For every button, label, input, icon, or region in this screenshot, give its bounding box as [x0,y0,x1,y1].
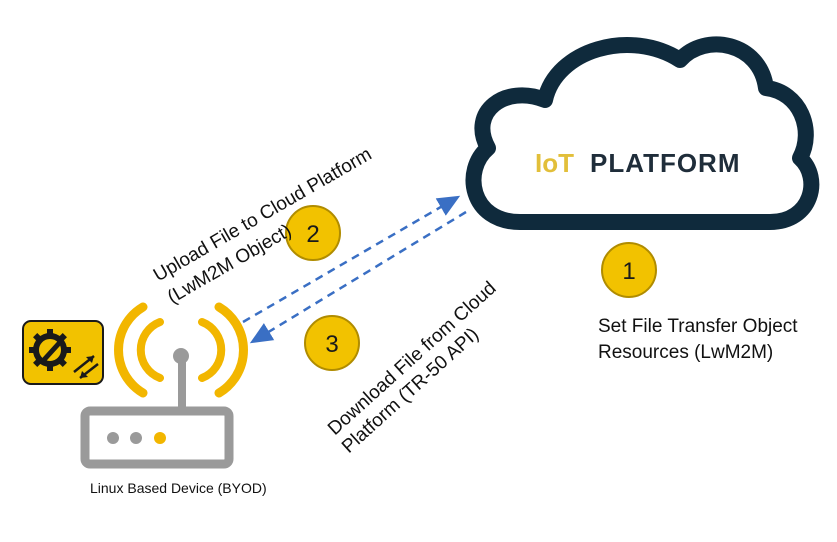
step-1-text-line1: Set File Transfer Object [598,316,798,337]
gear-wrench-icon [22,320,104,385]
step-number-2: 2 [306,221,319,248]
step-number-1: 1 [622,258,635,285]
step-1-text-line2: Resources (LwM2M) [598,342,774,363]
step-badge-1: 1 [601,242,657,298]
step-number-3: 3 [325,331,338,358]
iot-label: IoT [535,148,574,178]
router-icon [80,348,234,469]
wifi-signal-icon [114,302,248,398]
transfer-arrows-icon [73,355,99,379]
step-badge-2: 2 [285,205,341,261]
device-caption: Linux Based Device (BYOD) [90,480,267,496]
cloud-icon: IoT PLATFORM [465,36,820,230]
step-badge-3: 3 [304,315,360,371]
platform-label: PLATFORM [590,148,741,178]
